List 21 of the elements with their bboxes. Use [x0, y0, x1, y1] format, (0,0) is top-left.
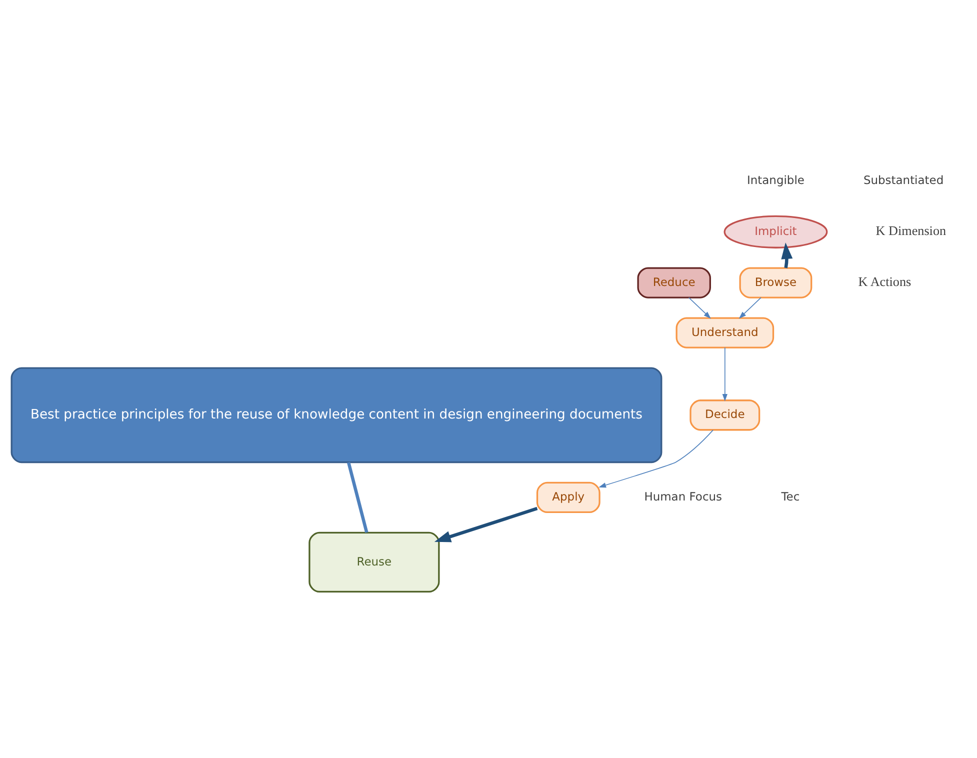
node-box: Browse	[739, 267, 812, 298]
label: Intangible	[747, 173, 804, 188]
arrow	[598, 430, 714, 488]
node-box: Best practice principles for the reuse of knowledge content in design engineering documents	[10, 367, 662, 464]
arrow	[722, 347, 728, 402]
node-ellipse: Implicit	[724, 215, 828, 248]
label: K Actions	[858, 274, 912, 289]
node-box: Reuse	[308, 532, 440, 593]
node-box: Reduce	[637, 267, 711, 298]
arrow	[434, 506, 538, 542]
label: Substantiated	[863, 173, 944, 188]
label: K Dimension	[876, 223, 946, 238]
label: Tec	[781, 490, 800, 504]
label: Human Focus	[644, 490, 722, 504]
connector	[346, 462, 368, 533]
node-box: Apply	[536, 482, 600, 514]
arrow	[781, 242, 793, 268]
arrow	[738, 297, 762, 319]
node-box: Understand	[676, 317, 774, 348]
arrow	[688, 297, 711, 319]
node-box: Decide	[690, 400, 760, 431]
